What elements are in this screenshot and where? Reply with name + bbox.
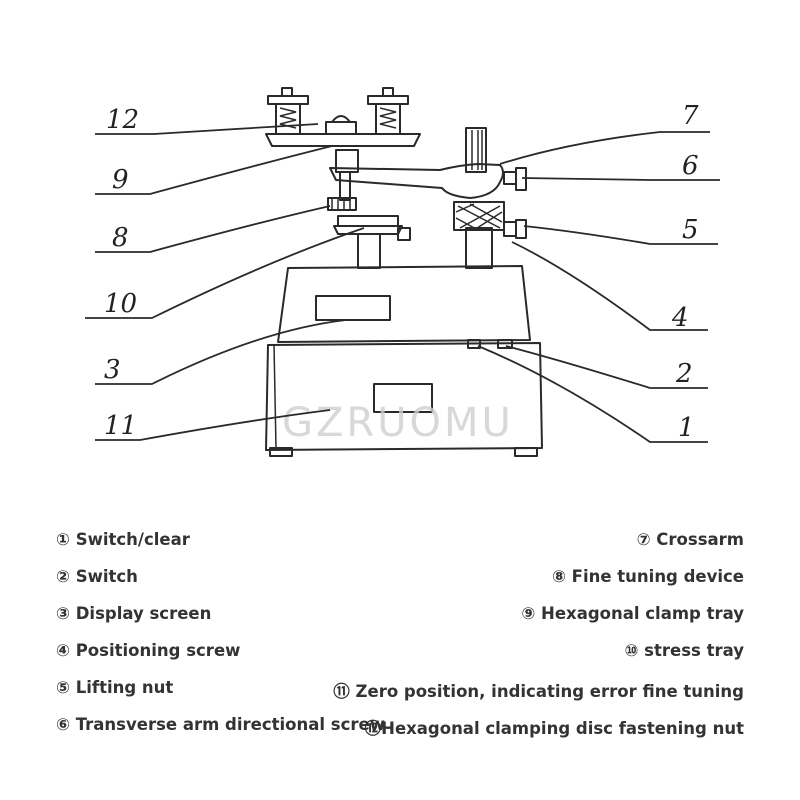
callout-12: 12 [106, 105, 139, 135]
callout-8: 8 [112, 223, 129, 253]
callout-11: 11 [104, 411, 137, 441]
legend-item-5: ⑤ Lifting nut [56, 678, 174, 697]
crossarm-column [453, 127, 527, 269]
display-screen [315, 295, 391, 321]
callout-3: 3 [104, 355, 121, 385]
callout-2: 2 [675, 359, 693, 389]
leader-lines [85, 123, 720, 443]
watermark: GZRUOMU [282, 400, 514, 446]
legend-item-10: ⑩ stress tray [624, 641, 744, 660]
callout-5: 5 [682, 215, 699, 245]
callout-7: 7 [682, 101, 699, 131]
machine-body [265, 265, 543, 457]
callout-numbers: 12 9 8 10 3 11 7 6 5 4 2 1 [104, 101, 699, 443]
legend-item-12: ⑫Hexagonal clamping disc fastening nut [364, 719, 744, 738]
crossarm [327, 149, 504, 211]
callout-1: 1 [678, 413, 695, 443]
callout-9: 9 [112, 165, 129, 195]
legend-item-11: ⑪ Zero position, indicating error fine t… [333, 682, 744, 701]
callout-4: 4 [671, 303, 689, 333]
legend-item-4: ④ Positioning screw [56, 641, 241, 660]
stress-tray [333, 215, 411, 269]
callout-6: 6 [682, 151, 699, 181]
legend-item-2: ② Switch [56, 567, 138, 586]
legend-item-7: ⑦ Crossarm [636, 530, 744, 549]
legend: ① Switch/clear ② Switch ③ Display screen… [0, 520, 800, 760]
legend-item-1: ① Switch/clear [56, 530, 190, 549]
switch-button-1 [467, 339, 481, 349]
switch-button-2 [497, 339, 513, 349]
legend-item-8: ⑧ Fine tuning device [551, 567, 744, 586]
legend-item-3: ③ Display screen [56, 604, 212, 623]
machine-diagram: GZRUOMU 12 9 8 10 3 11 7 6 5 4 2 1 [85, 87, 720, 457]
front-window [373, 383, 433, 413]
legend-item-9: ⑨ Hexagonal clamp tray [521, 604, 744, 623]
hexagonal-clamp-tray [265, 87, 421, 147]
legend-item-6: ⑥ Transverse arm directional screw [56, 715, 385, 734]
callout-10: 10 [104, 289, 137, 319]
